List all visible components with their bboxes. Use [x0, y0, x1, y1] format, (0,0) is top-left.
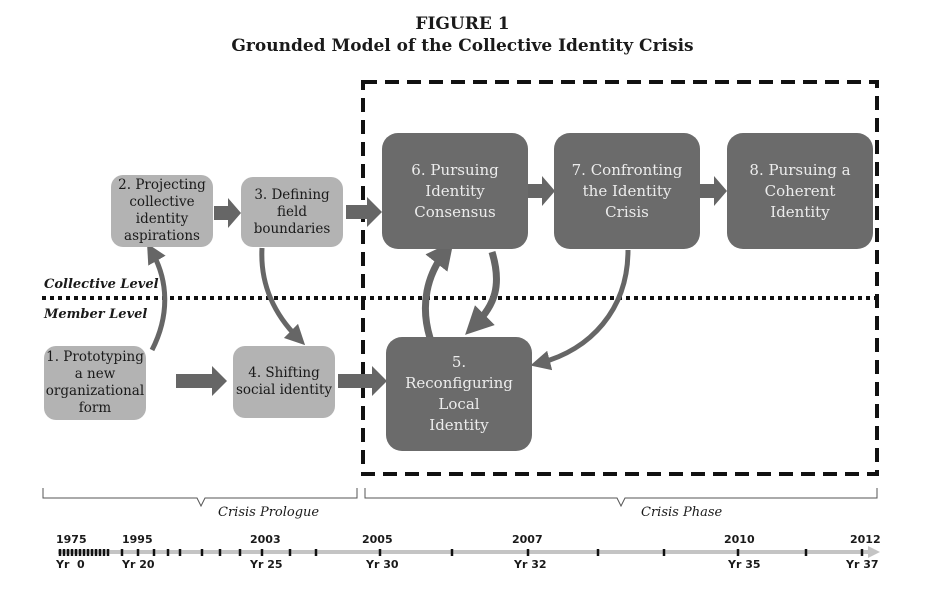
yr-label: Yr 32: [514, 558, 547, 571]
box-shifting-social-identity: 4. Shifting social identity: [233, 346, 335, 418]
arrow-3-6: [346, 197, 382, 227]
crisis-phase-label: Crisis Phase: [641, 505, 723, 520]
arrow-3-4: [259, 247, 306, 346]
crisis-prologue-label: Crisis Prologue: [218, 505, 320, 520]
arrow-4-5: [338, 366, 387, 396]
figure-label: FIGURE 1: [415, 14, 510, 34]
yr-label: Yr 0: [56, 558, 85, 571]
box-confronting-identity-crisis: 7. Confronting the Identity Crisis: [554, 133, 700, 249]
box-prototyping-form: 1. Prototyping a new organizational form: [44, 346, 146, 420]
arrow-7-8: [700, 176, 727, 206]
crisis-phase-frame: [361, 80, 879, 476]
figure-title: Grounded Model of the Collective Identit…: [231, 36, 694, 56]
arrow-1-2: [147, 243, 168, 352]
year-label: 1995: [122, 533, 153, 546]
yr-label: Yr 37: [846, 558, 879, 571]
arrow-7-5: [530, 249, 631, 371]
year-label: 2012: [850, 533, 881, 546]
box-projecting-aspirations: 2. Projecting collective identity aspira…: [111, 175, 213, 247]
member-level-label: Member Level: [44, 307, 148, 322]
arrow-1-4: [176, 366, 227, 396]
box-defining-boundaries: 3. Defining field boundaries: [241, 177, 343, 247]
arrow-6-7: [528, 176, 555, 206]
timeline-ticks: [58, 549, 864, 556]
yr-label: Yr 30: [366, 558, 399, 571]
year-label: 2003: [250, 533, 281, 546]
arrow-6-5: [465, 250, 501, 335]
timeline-arrowhead: [868, 546, 880, 558]
box-pursuing-coherent-identity: 8. Pursuing a Coherent Identity: [727, 133, 873, 249]
year-label: 2007: [512, 533, 543, 546]
brace-crisis-prologue: [42, 488, 358, 508]
year-label: 2005: [362, 533, 393, 546]
yr-label: Yr 20: [122, 558, 155, 571]
box-reconfiguring-local-identity: 5. Reconfiguring Local Identity: [386, 337, 532, 451]
year-label: 2010: [724, 533, 755, 546]
yr-label: Yr 35: [728, 558, 761, 571]
collective-level-label: Collective Level: [44, 277, 159, 292]
arrow-2-3: [214, 198, 241, 228]
yr-label: Yr 25: [250, 558, 283, 571]
box-pursuing-identity-consensus: 6. Pursuing Identity Consensus: [382, 133, 528, 249]
arrow-5-6: [421, 240, 454, 340]
brace-crisis-phase: [364, 488, 878, 508]
year-label: 1975: [56, 533, 87, 546]
